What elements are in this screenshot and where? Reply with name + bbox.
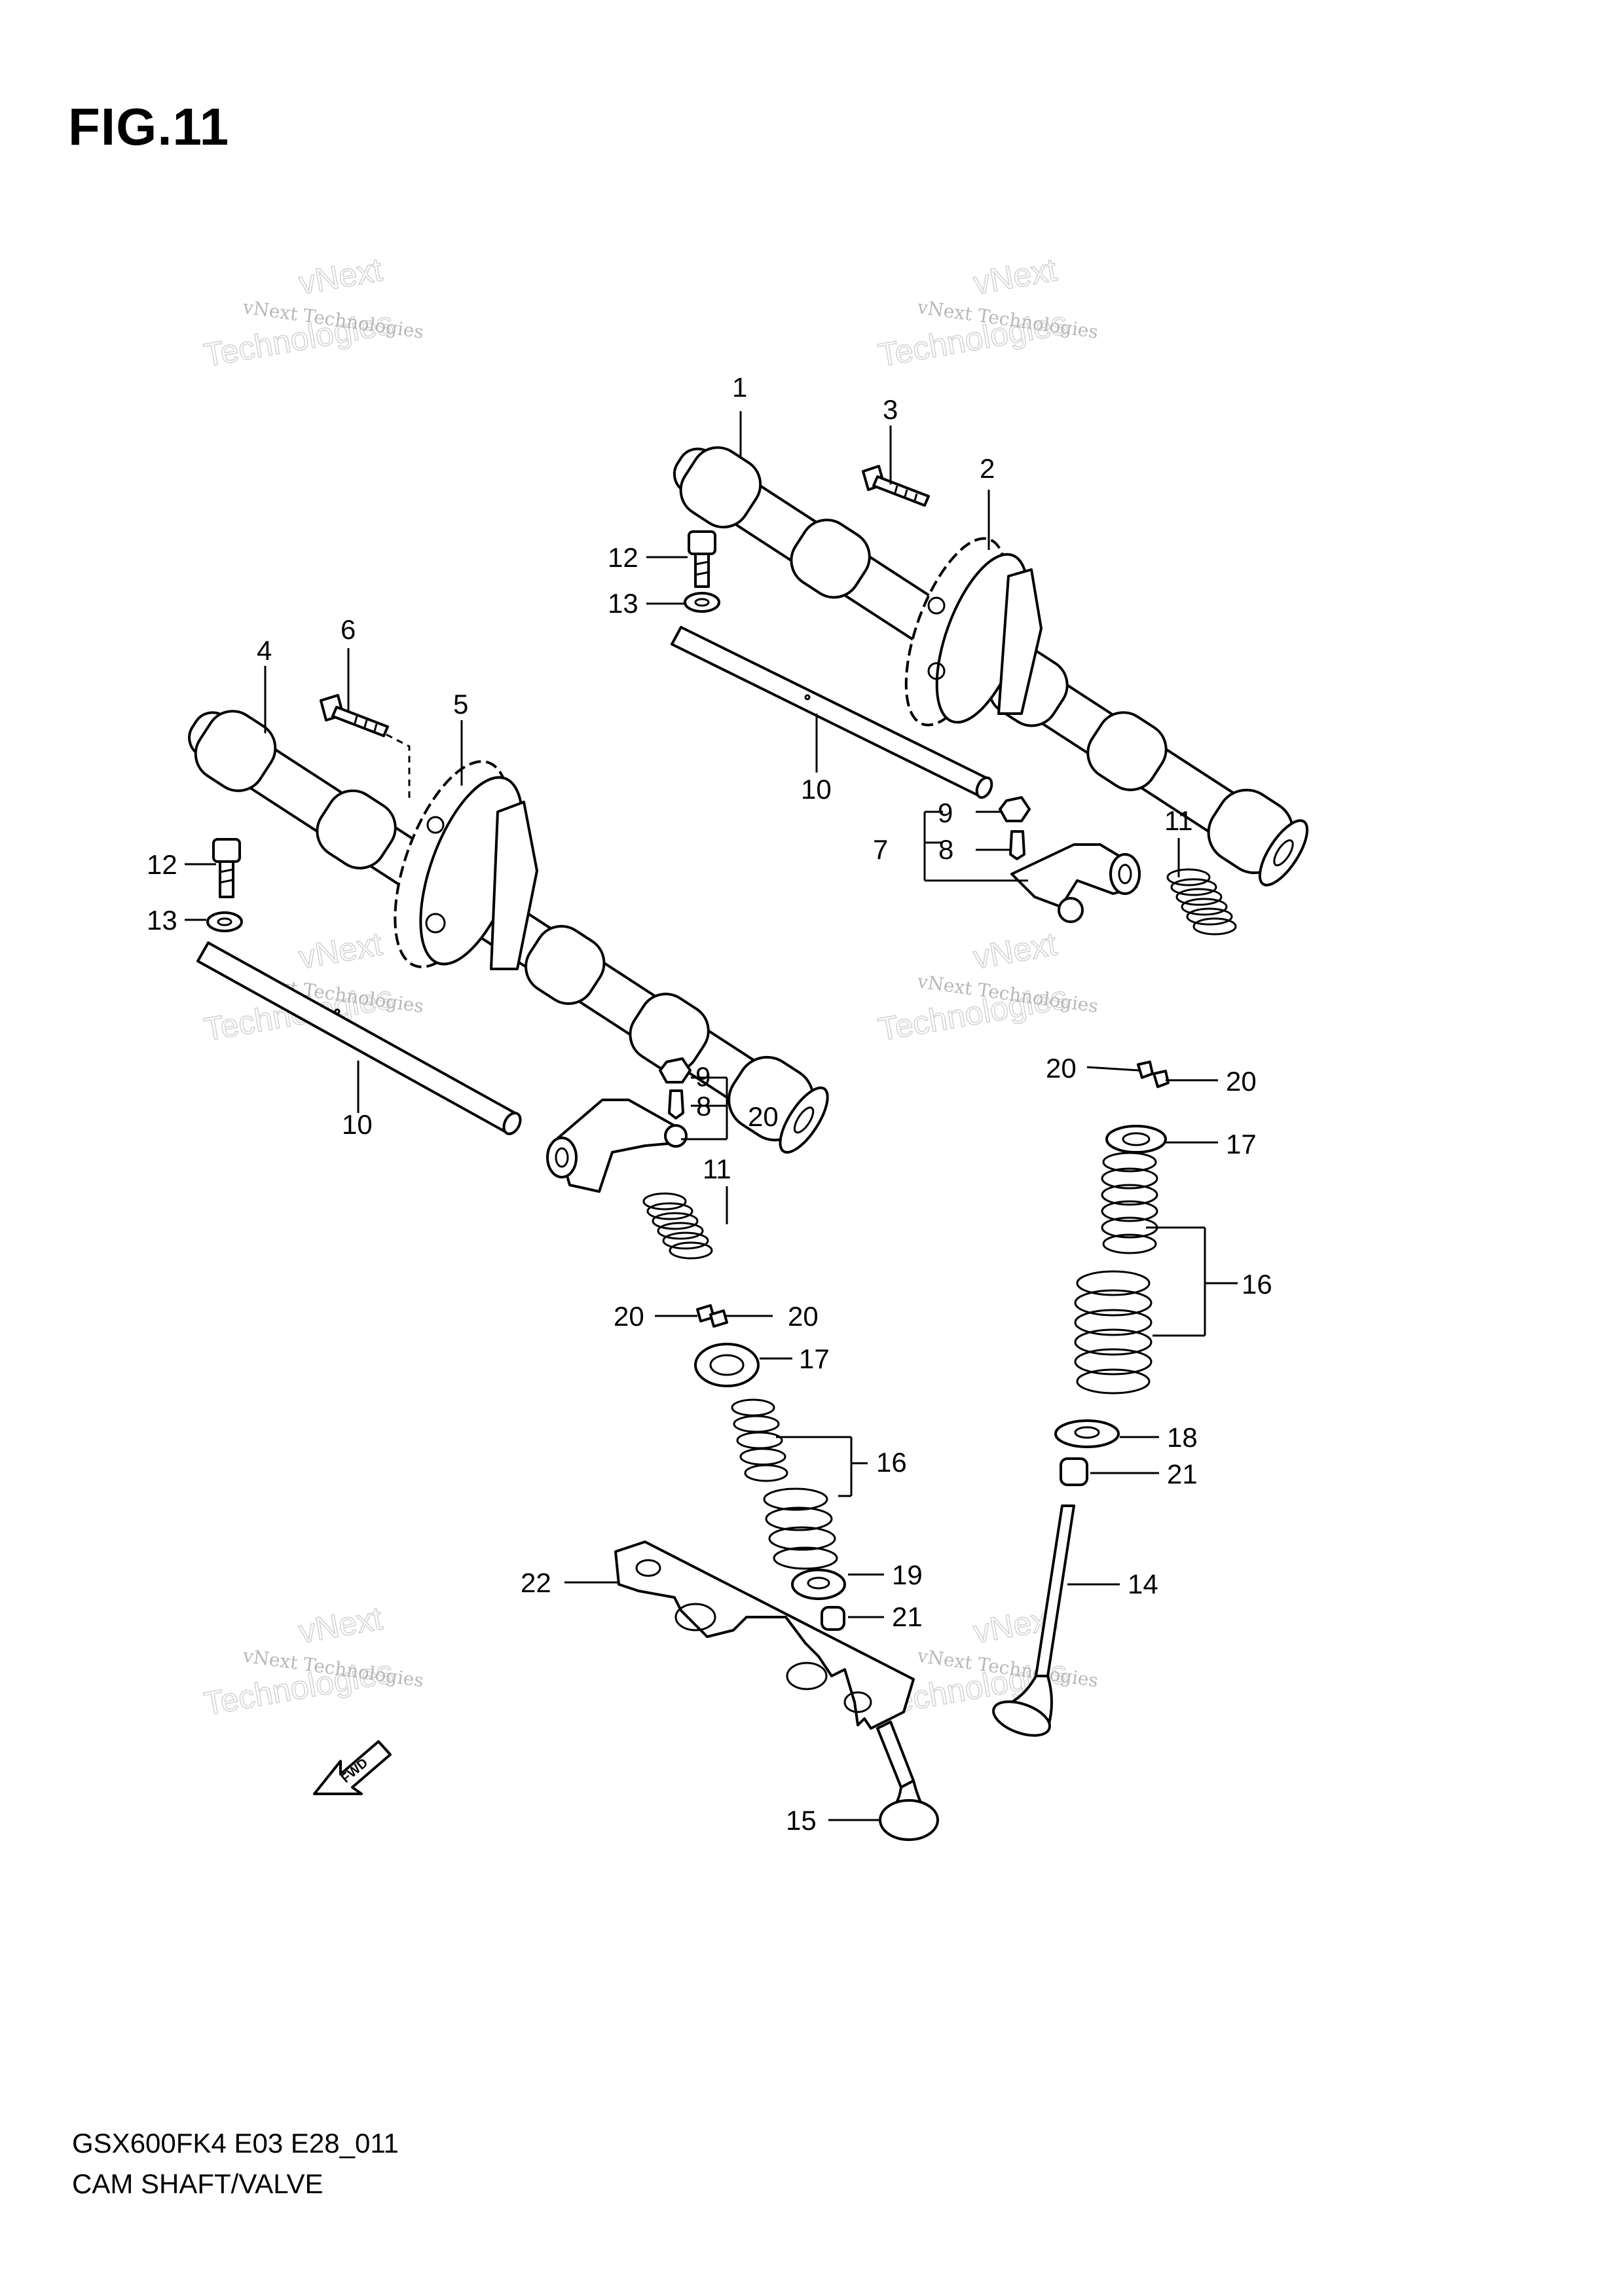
stem-seal-21-right bbox=[1060, 1457, 1088, 1486]
callout-9-lower: 9 bbox=[695, 1061, 710, 1092]
callout-8-upper: 8 bbox=[938, 834, 953, 865]
cotter-20-left bbox=[696, 1304, 728, 1328]
callout-10-upper: 10 bbox=[801, 774, 832, 805]
callout-8-lower: 8 bbox=[696, 1091, 711, 1121]
callout-13-lower: 13 bbox=[147, 905, 177, 936]
callout-11-upper: 11 bbox=[1164, 805, 1193, 836]
adjuster-screw-8-upper bbox=[1009, 830, 1025, 860]
watermark-text-vnext: vNext bbox=[296, 251, 385, 301]
callout-6: 6 bbox=[341, 614, 356, 645]
washer-13-lower bbox=[206, 911, 243, 932]
bolt-12-lower bbox=[212, 838, 241, 898]
watermark-text-vnext: vNext bbox=[296, 925, 385, 975]
callout-15: 15 bbox=[786, 1805, 817, 1836]
forward-direction-arrow: FWD bbox=[313, 1740, 392, 1795]
figure-title: FIG.11 bbox=[68, 98, 230, 156]
spring-11-upper bbox=[1166, 868, 1237, 936]
watermark-top-left: Technologies vNext vNext Technologies bbox=[200, 251, 425, 374]
callout-20-left-a: 20 bbox=[614, 1301, 644, 1332]
callout-10-lower: 10 bbox=[342, 1109, 373, 1140]
callout-4: 4 bbox=[257, 635, 272, 666]
assembly-name: CAM SHAFT/VALVE bbox=[72, 2168, 323, 2199]
callout-17-left: 17 bbox=[799, 1343, 830, 1374]
callout-18: 18 bbox=[1167, 1422, 1198, 1453]
spring-16-right bbox=[1074, 1152, 1158, 1394]
callout-21-left: 21 bbox=[892, 1601, 923, 1632]
callout-14: 14 bbox=[1128, 1569, 1158, 1599]
model-code: GSX600FK4 E03 E28_011 bbox=[72, 2128, 399, 2159]
bolt-upper-3 bbox=[862, 465, 930, 507]
callout-12-upper: 12 bbox=[608, 542, 638, 573]
callout-20-right-a: 20 bbox=[1046, 1053, 1077, 1084]
retainer-17-right bbox=[1105, 1125, 1167, 1154]
callout-5: 5 bbox=[453, 689, 468, 720]
callout-21-right: 21 bbox=[1167, 1459, 1198, 1489]
callout-12-lower: 12 bbox=[147, 849, 177, 880]
callout-7: 7 bbox=[873, 834, 888, 865]
adjuster-nut-9-upper bbox=[999, 796, 1031, 822]
adjuster-screw-8-lower bbox=[668, 1089, 684, 1120]
rocker-arm-lower bbox=[546, 1099, 688, 1193]
cam-sprocket-upper bbox=[904, 537, 1043, 727]
spring-seat-19-left bbox=[791, 1569, 846, 1600]
rocker-arm-upper bbox=[1010, 843, 1141, 923]
watermark-low-left: Technologies vNext vNext Technologies bbox=[200, 1599, 425, 1723]
valve-15-intake bbox=[876, 1721, 939, 1841]
rocker-shaft-lower bbox=[196, 941, 522, 1135]
spring-seat-18-right bbox=[1054, 1419, 1120, 1448]
rocker-shaft-upper bbox=[671, 626, 993, 799]
watermark-mid-left: Technologies vNext vNext Technologies bbox=[200, 925, 425, 1049]
retainer-17-left bbox=[694, 1343, 760, 1387]
spring-11-lower bbox=[642, 1192, 713, 1260]
callout-labels: 1 2 3 4 5 6 7 8 8 9 9 10 10 11 11 12 12 … bbox=[147, 372, 1272, 1836]
watermark-text-vnext: vNext bbox=[296, 1599, 385, 1650]
watermark-mid-center: Technologies vNext vNext Technologies bbox=[875, 925, 1099, 1049]
callout-3: 3 bbox=[883, 394, 898, 425]
stem-seal-21-left bbox=[821, 1606, 845, 1631]
callout-19: 19 bbox=[892, 1559, 923, 1590]
callout-17-right: 17 bbox=[1226, 1129, 1257, 1159]
bolt-lower-6 bbox=[320, 694, 411, 799]
spring-16-left bbox=[731, 1398, 838, 1570]
adjuster-nut-9-lower bbox=[659, 1057, 692, 1084]
cam-sprocket-lower bbox=[394, 760, 538, 970]
callout-16-left: 16 bbox=[876, 1447, 907, 1478]
watermark-top-center: Technologies vNext vNext Technologies bbox=[875, 251, 1099, 374]
leader-lines bbox=[185, 411, 1238, 1821]
callout-1: 1 bbox=[732, 372, 747, 403]
valve-14-exhaust bbox=[992, 1504, 1075, 1737]
bolt-12-upper bbox=[688, 530, 716, 588]
washer-13-upper bbox=[684, 592, 720, 613]
callout-20-right-b: 20 bbox=[1226, 1066, 1257, 1097]
callout-9-upper: 9 bbox=[938, 797, 953, 828]
callout-22: 22 bbox=[521, 1567, 551, 1598]
watermark-text-vnext: vNext bbox=[970, 251, 1060, 301]
callout-20-left-b: 20 bbox=[788, 1301, 819, 1332]
callout-11-lower: 11 bbox=[703, 1154, 731, 1184]
callout-16-right: 16 bbox=[1242, 1269, 1272, 1300]
watermark-text-vnext: vNext bbox=[970, 925, 1060, 975]
cotter-20-right bbox=[1137, 1061, 1170, 1088]
callout-13-upper: 13 bbox=[608, 588, 638, 619]
callout-2: 2 bbox=[980, 453, 995, 484]
callout-20-rocker: 20 bbox=[748, 1101, 779, 1132]
valve-guide-plate-22 bbox=[614, 1540, 915, 1730]
